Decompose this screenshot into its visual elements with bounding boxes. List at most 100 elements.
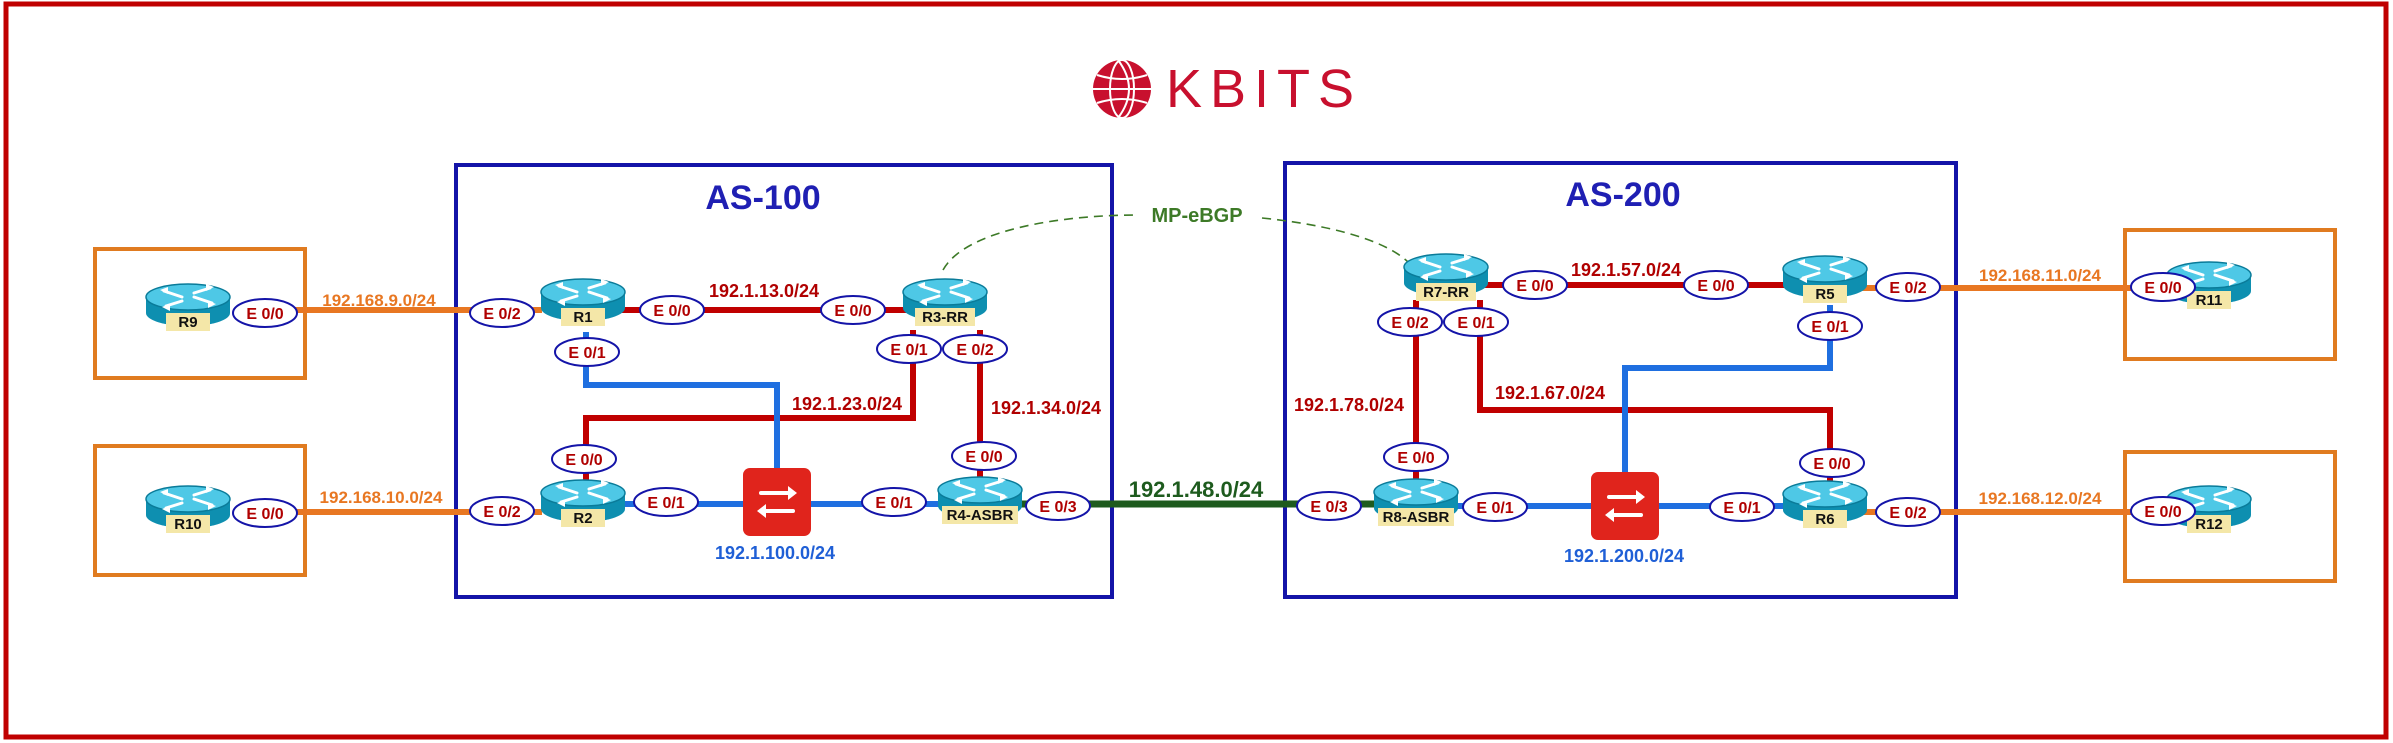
svg-text:E 0/0: E 0/0 bbox=[1397, 450, 1434, 467]
network-label: 192.168.10.0/24 bbox=[320, 488, 443, 507]
interface-badge: E 0/1 bbox=[861, 487, 927, 517]
svg-text:E 0/2: E 0/2 bbox=[956, 342, 993, 359]
as-100-box bbox=[454, 163, 1114, 599]
svg-text:E 0/0: E 0/0 bbox=[965, 449, 1002, 466]
svg-text:E 0/0: E 0/0 bbox=[1697, 278, 1734, 295]
router-label: R10 bbox=[174, 516, 202, 533]
router-r1: R1 bbox=[539, 277, 627, 326]
outer-frame bbox=[3, 1, 2389, 740]
router-r4-asbr: R4-ASBR bbox=[936, 475, 1024, 524]
svg-text:E 0/1: E 0/1 bbox=[1457, 315, 1494, 332]
router-r7-rr: R7-RR bbox=[1402, 252, 1490, 301]
interface-badge: E 0/0 bbox=[2130, 272, 2196, 302]
svg-text:E 0/2: E 0/2 bbox=[1391, 315, 1428, 332]
network-label: 192.1.57.0/24 bbox=[1571, 260, 1681, 280]
router-label: R12 bbox=[2195, 516, 2223, 533]
interface-badge: E 0/2 bbox=[1875, 497, 1941, 527]
router-r6: R6 bbox=[1781, 479, 1869, 528]
svg-text:E 0/3: E 0/3 bbox=[1039, 499, 1076, 516]
svg-text:E 0/2: E 0/2 bbox=[483, 504, 520, 521]
mp-ebgp-label: MP-eBGP bbox=[1151, 205, 1242, 227]
as-100-label: AS-100 bbox=[705, 179, 820, 217]
svg-text:E 0/1: E 0/1 bbox=[1723, 500, 1760, 517]
svg-text:E 0/0: E 0/0 bbox=[1516, 278, 1553, 295]
network-label: 192.1.23.0/24 bbox=[792, 394, 902, 414]
router-label: R7-RR bbox=[1423, 284, 1469, 301]
network-label: 192.1.78.0/24 bbox=[1294, 395, 1404, 415]
router-label: R6 bbox=[1815, 511, 1834, 528]
svg-text:E 0/1: E 0/1 bbox=[890, 342, 927, 359]
svg-text:E 0/0: E 0/0 bbox=[565, 452, 602, 469]
interface-badge: E 0/1 bbox=[1443, 307, 1509, 337]
interface-badge: E 0/3 bbox=[1025, 491, 1091, 521]
router-label: R9 bbox=[178, 314, 197, 331]
interface-badge: E 0/0 bbox=[951, 441, 1017, 471]
interface-badge: E 0/1 bbox=[1462, 492, 1528, 522]
interface-badge: E 0/0 bbox=[232, 298, 298, 328]
router-label: R2 bbox=[573, 510, 592, 527]
interface-badge: E 0/1 bbox=[1709, 492, 1775, 522]
interface-badge: E 0/0 bbox=[639, 295, 705, 325]
interface-badge: E 0/0 bbox=[551, 444, 617, 474]
svg-text:E 0/0: E 0/0 bbox=[246, 506, 283, 523]
network-label: 192.168.9.0/24 bbox=[322, 291, 436, 310]
svg-text:E 0/1: E 0/1 bbox=[875, 495, 912, 512]
svg-text:E 0/0: E 0/0 bbox=[2144, 280, 2181, 297]
interface-badge: E 0/0 bbox=[232, 498, 298, 528]
mp-ebgp-session-line bbox=[942, 214, 1409, 271]
r12-site-box bbox=[2123, 450, 2337, 583]
interface-badges: E 0/0 E 0/0 E 0/2 E 0/0 E 0/1 E 0/2 E 0/… bbox=[232, 270, 2196, 528]
switch-icon bbox=[1589, 470, 1661, 542]
svg-text:E 0/1: E 0/1 bbox=[568, 345, 605, 362]
svg-text:E 0/2: E 0/2 bbox=[1889, 280, 1926, 297]
router-r3-rr: R3-RR bbox=[901, 277, 989, 326]
svg-text:E 0/0: E 0/0 bbox=[1813, 456, 1850, 473]
router-r11: R11 bbox=[2165, 260, 2253, 309]
logo-text: KBITS bbox=[1166, 59, 1362, 119]
network-label: 192.1.13.0/24 bbox=[709, 281, 819, 301]
svg-text:E 0/0: E 0/0 bbox=[653, 303, 690, 320]
router-label: R4-ASBR bbox=[947, 507, 1014, 524]
network-label: 192.1.34.0/24 bbox=[991, 398, 1101, 418]
router-r2: R2 bbox=[539, 478, 627, 527]
interface-badge: E 0/2 bbox=[469, 298, 535, 328]
kbits-logo: KBITS bbox=[1093, 59, 1362, 119]
router-r8-asbr: R8-ASBR bbox=[1372, 477, 1460, 526]
svg-text:E 0/1: E 0/1 bbox=[1811, 319, 1848, 336]
network-label: 192.1.67.0/24 bbox=[1495, 383, 1605, 403]
interface-badge: E 0/0 bbox=[1502, 270, 1568, 300]
interface-badge: E 0/0 bbox=[2130, 496, 2196, 526]
svg-text:E 0/0: E 0/0 bbox=[834, 303, 871, 320]
svg-text:E 0/2: E 0/2 bbox=[1889, 505, 1926, 522]
network-label: 192.168.11.0/24 bbox=[1979, 266, 2102, 285]
network-label: 192.1.48.0/24 bbox=[1129, 477, 1264, 502]
interface-badge: E 0/1 bbox=[633, 487, 699, 517]
router-label: R1 bbox=[573, 309, 592, 326]
as-200-box bbox=[1283, 161, 1958, 599]
network-label: 192.168.12.0/24 bbox=[1979, 489, 2102, 508]
interface-badge: E 0/0 bbox=[1799, 448, 1865, 478]
network-label: 192.1.200.0/24 bbox=[1564, 546, 1684, 566]
router-r12: R12 bbox=[2165, 484, 2253, 533]
interface-badge: E 0/2 bbox=[1377, 307, 1443, 337]
router-r9: R9 bbox=[144, 282, 232, 331]
as-200-label: AS-200 bbox=[1565, 176, 1680, 214]
interface-badge: E 0/1 bbox=[876, 334, 942, 364]
router-label: R8-ASBR bbox=[1383, 509, 1450, 526]
svg-text:E 0/0: E 0/0 bbox=[2144, 504, 2181, 521]
r9-site-box bbox=[93, 247, 307, 380]
svg-text:E 0/0: E 0/0 bbox=[246, 306, 283, 323]
router-r5: R5 bbox=[1781, 254, 1869, 303]
svg-text:E 0/2: E 0/2 bbox=[483, 306, 520, 323]
r11-site-box bbox=[2123, 228, 2337, 361]
interface-badge: E 0/2 bbox=[469, 496, 535, 526]
router-label: R5 bbox=[1815, 286, 1834, 303]
interface-badge: E 0/0 bbox=[1383, 442, 1449, 472]
interface-badge: E 0/1 bbox=[554, 337, 620, 367]
switch-icon bbox=[741, 466, 813, 538]
interface-badge: E 0/2 bbox=[942, 334, 1008, 364]
interface-badge: E 0/2 bbox=[1875, 272, 1941, 302]
svg-text:E 0/3: E 0/3 bbox=[1310, 499, 1347, 516]
network-label: 192.1.100.0/24 bbox=[715, 543, 835, 563]
